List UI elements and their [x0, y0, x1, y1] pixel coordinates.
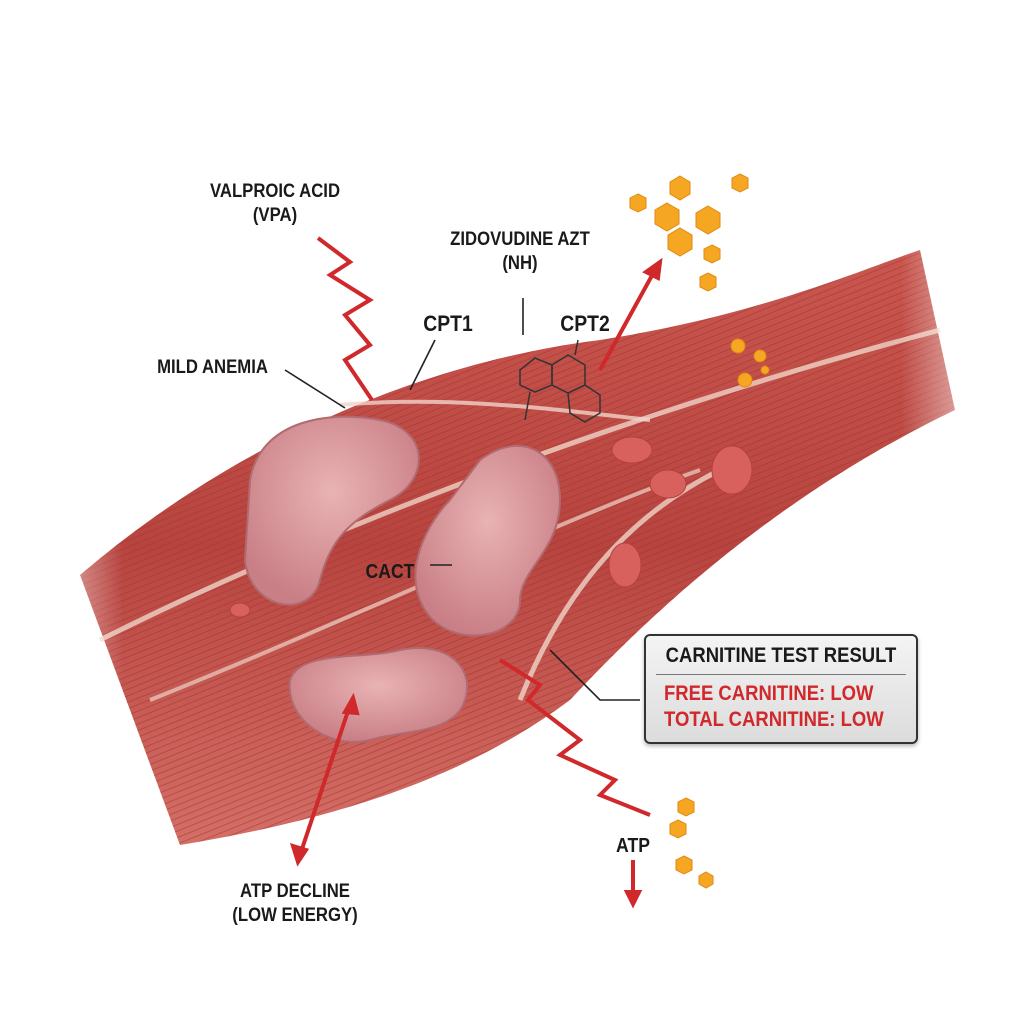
mild-anemia-label: MILD ANEMIA	[157, 357, 268, 378]
red-blood-cells	[229, 436, 753, 618]
alert-arrows	[289, 236, 663, 909]
zidovudine-label: ZIDOVUDINE AZT(NH)	[450, 229, 590, 274]
result-title: CARNITINE TEST RESULT	[665, 644, 897, 667]
atp-lightning-icon	[498, 658, 651, 817]
molecule-structure-icon	[519, 339, 601, 423]
cact-label: CACT	[365, 561, 415, 583]
cpt2-label: CPT2	[560, 311, 610, 336]
vpa-lightning-icon	[316, 236, 374, 402]
pointer-lines	[284, 298, 640, 701]
atp-decline-label: ATP DECLINE(LOW ENERGY)	[232, 881, 358, 926]
valproic-acid-label: VALPROIC ACID(VPA)	[209, 181, 341, 226]
cpt1-label: CPT1	[423, 311, 473, 336]
free-carnitine-result: FREE CARNITINE: LOW	[664, 682, 874, 705]
carnitine-test-result-box: CARNITINE TEST RESULT FREE CARNITINE: LO…	[644, 634, 918, 744]
divider	[656, 674, 906, 675]
atp-hexagons	[629, 173, 770, 889]
mitochondria	[243, 415, 562, 743]
atp-label: ATP	[616, 835, 650, 857]
total-carnitine-result: TOTAL CARNITINE: LOW	[664, 708, 884, 731]
